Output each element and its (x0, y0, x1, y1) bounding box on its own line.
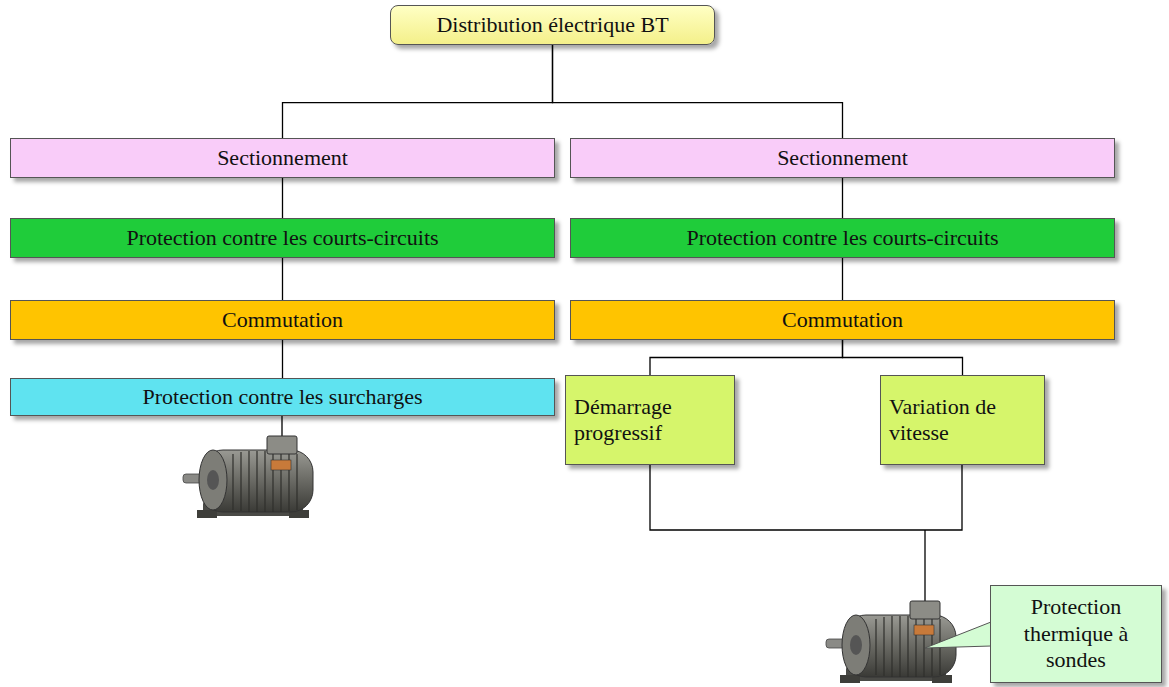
connector-line (842, 178, 843, 218)
function-band: Commutation (570, 300, 1115, 340)
process-box: Variation de vitesse (880, 375, 1045, 465)
motor-illustration (183, 436, 313, 518)
process-box: Démarrage progressif (565, 375, 735, 465)
node-label: Sectionnement (17, 145, 548, 171)
function-band: Sectionnement (10, 138, 555, 178)
connector-line (842, 258, 843, 300)
callout-box: Protection thermique à sondes (990, 585, 1162, 683)
callout-pointer (925, 622, 991, 648)
title-box: Distribution électrique BT (390, 5, 715, 45)
connector-line (283, 45, 553, 138)
connector-line (282, 340, 283, 378)
node-label: Variation de vitesse (889, 394, 1036, 447)
node-label: Protection contre les courts-circuits (17, 225, 548, 251)
connector-line (553, 45, 843, 138)
node-label: Commutation (17, 307, 548, 333)
connector-line (282, 258, 283, 300)
function-band: Commutation (10, 300, 555, 340)
function-band: Protection contre les courts-circuits (570, 218, 1115, 258)
connector-line (282, 178, 283, 218)
node-label: Démarrage progressif (574, 394, 726, 447)
connector-line (843, 340, 963, 375)
node-label: Distribution électrique BT (397, 12, 708, 38)
node-label: Commutation (577, 307, 1108, 333)
function-band: Protection contre les courts-circuits (10, 218, 555, 258)
node-label: Sectionnement (577, 145, 1108, 171)
node-label: Protection thermique à sondes (997, 594, 1155, 673)
function-band: Protection contre les surcharges (10, 378, 555, 416)
function-band: Sectionnement (570, 138, 1115, 178)
motor-illustration (826, 601, 956, 683)
node-label: Protection contre les courts-circuits (577, 225, 1108, 251)
node-label: Protection contre les surcharges (17, 384, 548, 410)
connector-line (650, 340, 843, 375)
